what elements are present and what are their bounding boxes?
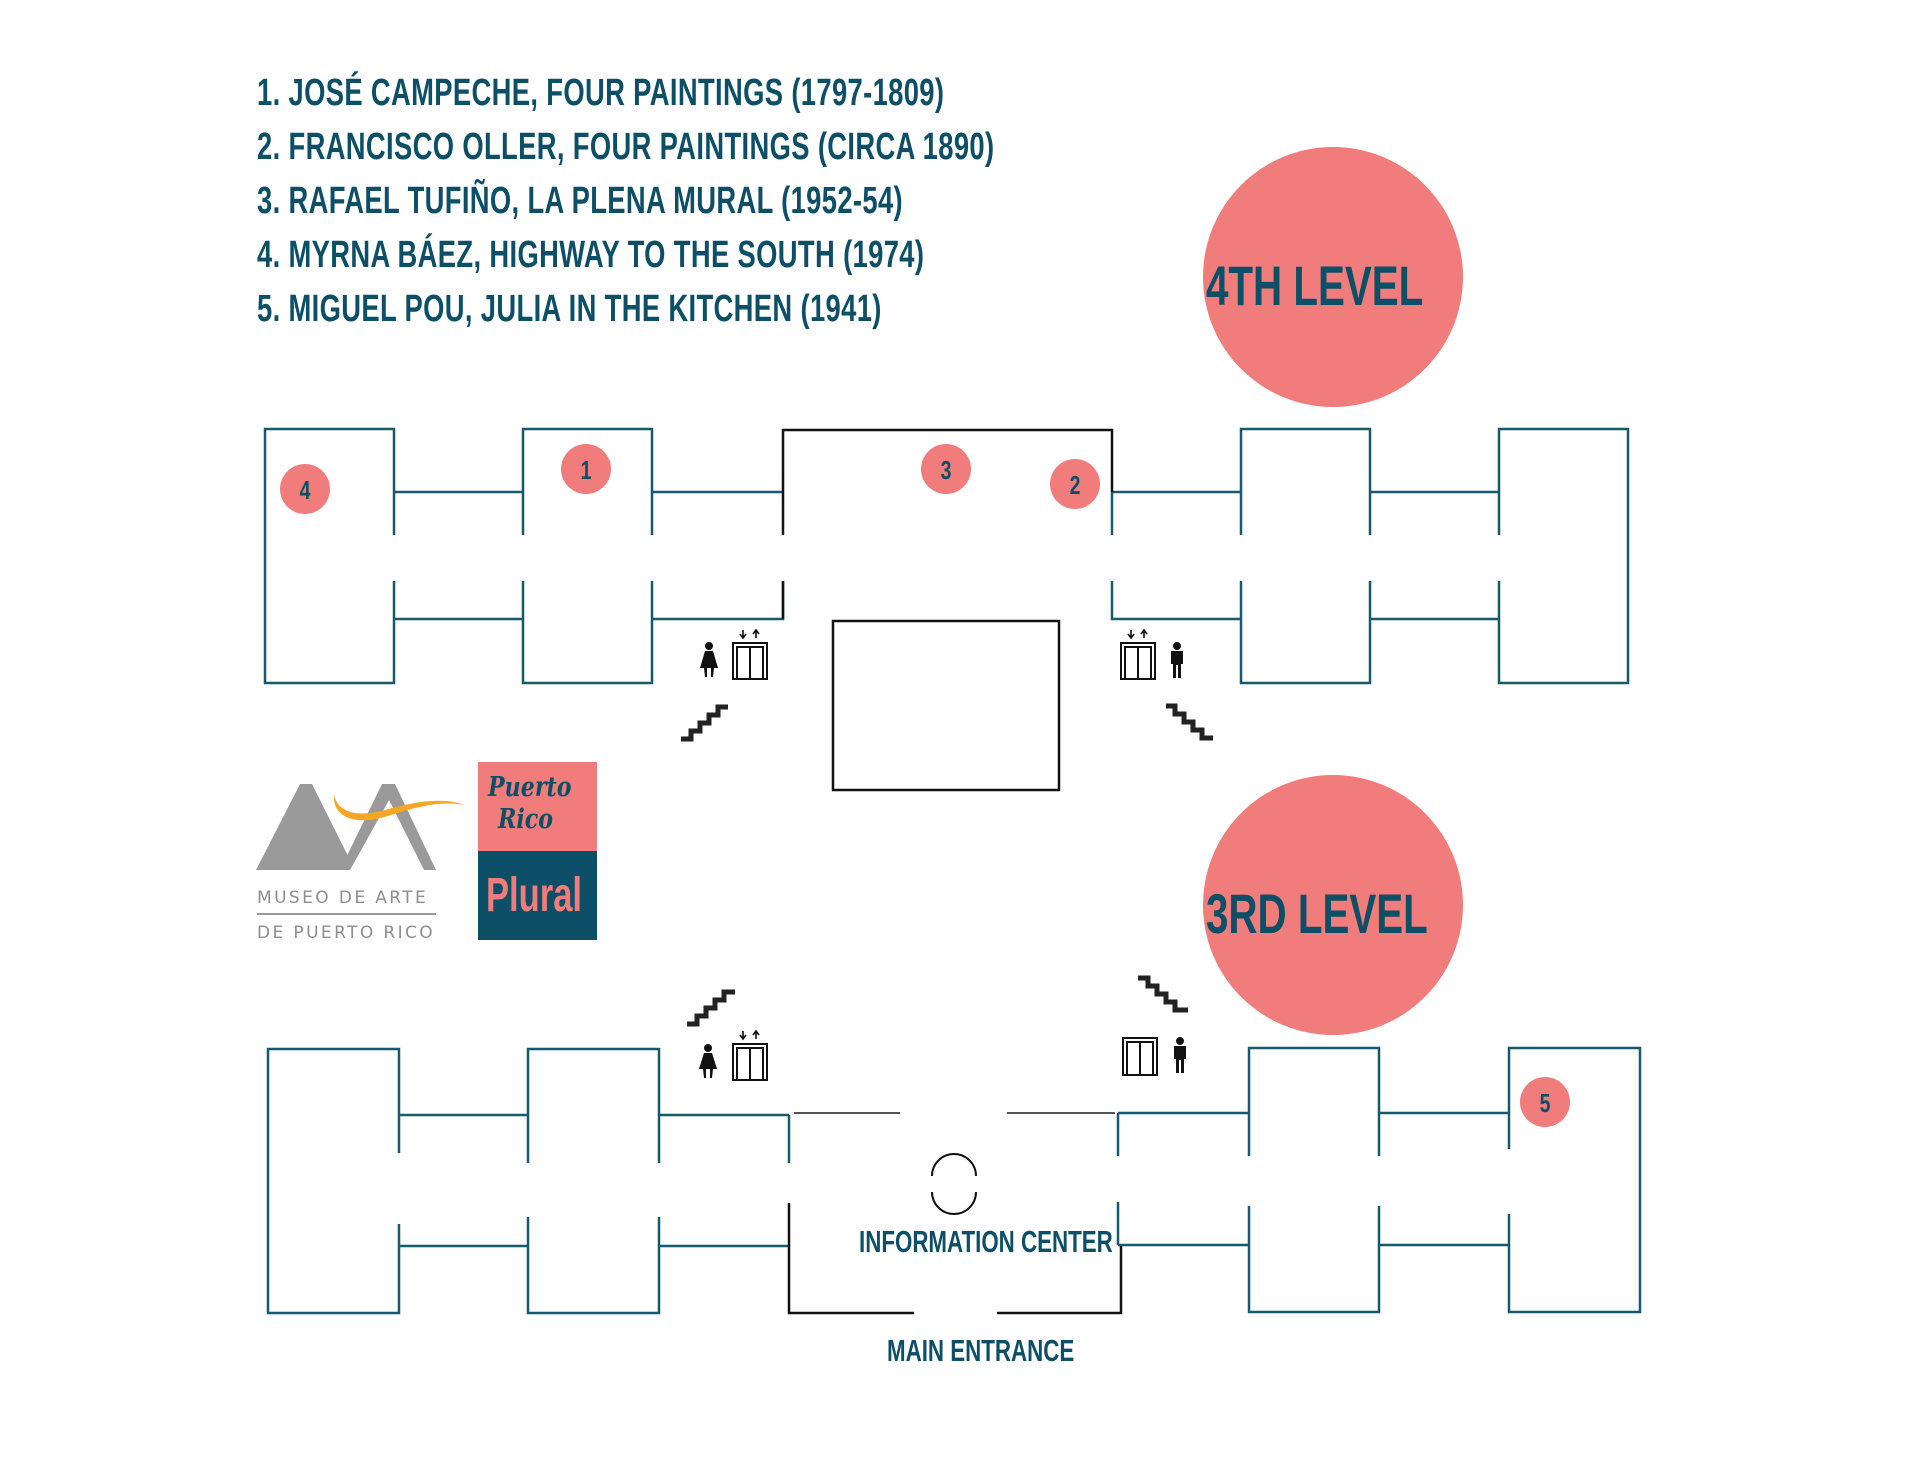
marker-number: 1	[581, 455, 592, 484]
gallery-room[interactable]	[263, 427, 396, 685]
elevator-icon	[1120, 628, 1156, 680]
elevator-icon	[1122, 1037, 1158, 1076]
info-desk-icon[interactable]	[931, 1153, 977, 1215]
elevator-icon	[732, 628, 768, 680]
stairs-icon	[1166, 703, 1213, 741]
badge-script-line1: Puerto	[488, 772, 572, 803]
gallery-room[interactable]	[521, 427, 654, 685]
legend-item: 3. RAFAEL TUFIÑO, LA PLENA MURAL (1952-5…	[257, 180, 904, 222]
gallery-room[interactable]	[1497, 427, 1630, 685]
gallery-room[interactable]	[1507, 1046, 1642, 1314]
legend-item: 2. FRANCISCO OLLER, FOUR PAINTINGS (CIRC…	[257, 126, 995, 168]
legend-item: 4. MYRNA BÁEZ, HIGHWAY TO THE SOUTH (197…	[257, 234, 925, 276]
marker-number: 2	[1070, 470, 1081, 499]
artwork-marker-3[interactable]: 3	[921, 444, 971, 494]
corridor-wall	[652, 581, 785, 621]
museum-name-line2: DE PUERTO RICO	[257, 923, 436, 943]
gallery-room[interactable]	[266, 1047, 401, 1315]
badge-bottom-panel	[478, 851, 597, 940]
artwork-marker-5[interactable]: 5	[1520, 1077, 1570, 1127]
badge-script-line2: Rico	[498, 804, 554, 835]
stairs-icon	[681, 704, 728, 742]
gallery-room[interactable]	[1247, 1046, 1381, 1314]
lobby-wall	[787, 1203, 914, 1315]
artwork-marker-4[interactable]: 4	[280, 464, 330, 514]
man-icon	[1171, 642, 1183, 678]
lobby-wall	[997, 1246, 1123, 1315]
badge-word: Plural	[486, 869, 583, 922]
legend-item: 5. MIGUEL POU, JULIA IN THE KITCHEN (194…	[257, 288, 882, 330]
level-3-plan	[266, 1046, 1642, 1315]
level-4-circle	[1203, 147, 1463, 407]
level-4-label: 4TH LEVEL	[1206, 254, 1424, 317]
museum-name-line1: MUSEO DE ARTE	[257, 888, 429, 908]
museum-logo-mark	[256, 784, 465, 870]
artwork-legend: 1. JOSÉ CAMPECHE, FOUR PAINTINGS (1797-1…	[257, 66, 1281, 336]
puerto-rico-plural-logo: Puerto Rico Plural	[478, 762, 597, 940]
elevator-icon	[732, 1029, 768, 1081]
level-3-label: 3RD LEVEL	[1206, 882, 1428, 945]
woman-icon	[700, 642, 718, 677]
level-3-circle	[1203, 775, 1463, 1035]
marker-number: 3	[941, 455, 952, 484]
stairs-icon	[687, 989, 735, 1027]
gallery-room[interactable]	[1239, 427, 1372, 685]
atrium-opening	[831, 619, 1061, 792]
stairs-icon	[1138, 975, 1188, 1013]
gallery-room[interactable]	[526, 1047, 661, 1315]
marker-number: 4	[300, 475, 311, 504]
man-icon	[1174, 1037, 1186, 1073]
artwork-marker-1[interactable]: 1	[561, 444, 611, 494]
badge-top-panel: Puerto Rico	[478, 762, 597, 851]
artwork-marker-2[interactable]: 2	[1050, 459, 1100, 509]
legend-item: 1. JOSÉ CAMPECHE, FOUR PAINTINGS (1797-1…	[257, 72, 945, 114]
level-4-plan	[263, 427, 1630, 685]
main-entrance-label: MAIN ENTRANCE	[887, 1333, 1075, 1368]
corridor-wall	[1110, 581, 1241, 621]
woman-icon	[699, 1044, 717, 1078]
central-hall-wall	[781, 428, 1114, 535]
information-center-label: INFORMATION CENTER	[859, 1224, 1113, 1259]
marker-number: 5	[1540, 1088, 1551, 1117]
